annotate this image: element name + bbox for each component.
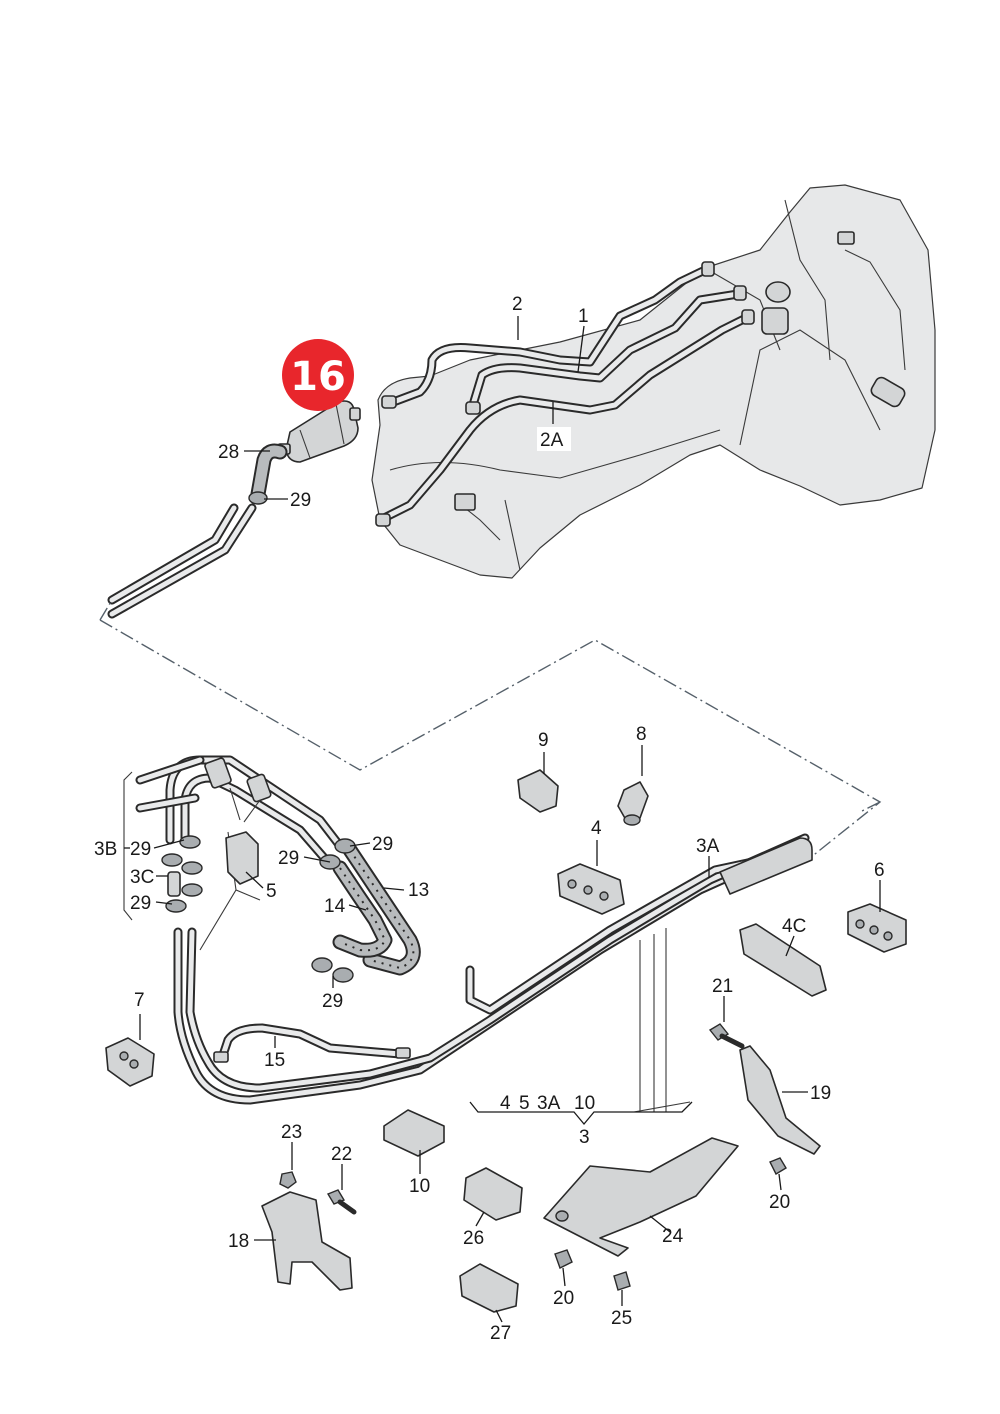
part-9-clip (517, 769, 559, 813)
fuel-line-15 (213, 1023, 411, 1063)
callout-group-10: 10 (574, 1093, 595, 1114)
part-5-holder (225, 831, 259, 885)
callout-26: 26 (463, 1228, 484, 1249)
callout-21: 21 (712, 976, 733, 997)
callout-3a: 3A (696, 836, 720, 857)
callout-7: 7 (134, 990, 145, 1011)
part-4-holder (557, 863, 625, 915)
part-18-bracket (261, 1191, 353, 1291)
part-10-holder (383, 1109, 445, 1157)
part-24-shield (543, 1137, 739, 1257)
fuel-tank (371, 184, 936, 579)
callout-6: 6 (874, 860, 885, 881)
callout-3c: 3C (130, 867, 154, 888)
callout-29-bottom: 29 (322, 991, 343, 1012)
callout-19: 19 (810, 1083, 831, 1104)
callout-9: 9 (538, 730, 549, 751)
callout-labels: 1 2 2A 28 29 9 8 4 3A 6 3B 29 3C 29 5 29… (94, 294, 885, 1344)
part-8-clip (617, 781, 649, 826)
highlight-badge[interactable]: 16 (282, 339, 354, 411)
callout-22: 22 (331, 1144, 352, 1165)
part-6-holder (847, 903, 907, 953)
callout-27: 27 (490, 1323, 511, 1344)
part-19-bracket (739, 1045, 821, 1155)
callout-29-upper-left: 29 (130, 839, 151, 860)
leader-lines (124, 316, 881, 1323)
callout-29-right: 29 (372, 834, 393, 855)
callout-3b: 3B (94, 839, 117, 860)
part-20-nut-b (554, 1249, 573, 1269)
callout-10: 10 (409, 1176, 430, 1197)
tank-fuel-lines (375, 261, 755, 527)
part-26-holder (463, 1167, 523, 1221)
callout-4c: 4C (782, 916, 806, 937)
callout-group-3a: 3A (537, 1093, 561, 1114)
highlight-badge-label: 16 (290, 354, 346, 400)
reference-frame (99, 619, 882, 859)
fuel-line-bundle (135, 755, 813, 1113)
callout-8: 8 (636, 724, 647, 745)
callout-29-filter: 29 (290, 490, 311, 511)
callout-23: 23 (281, 1122, 302, 1143)
callout-15: 15 (264, 1050, 285, 1071)
part-25-nut (613, 1271, 631, 1291)
part-27-holder (459, 1263, 519, 1313)
fuel-filter-assembly (107, 400, 361, 619)
callout-13: 13 (408, 880, 429, 901)
callout-20-right: 20 (769, 1192, 790, 1213)
callout-28: 28 (218, 442, 239, 463)
callout-1: 1 (578, 306, 589, 327)
callout-group-4: 4 (500, 1093, 511, 1114)
callout-group-3: 3 (579, 1127, 590, 1148)
part-7-holder (105, 1037, 155, 1087)
part-22-bolt (326, 1189, 357, 1215)
callout-20-bottom: 20 (553, 1288, 574, 1309)
callout-group-5: 5 (519, 1093, 530, 1114)
callout-18: 18 (228, 1231, 249, 1252)
callout-29-lower-left: 29 (130, 893, 151, 914)
callout-2a: 2A (540, 430, 564, 451)
clamps-left (123, 771, 203, 921)
part-4c-bracket (739, 923, 827, 997)
callout-24: 24 (662, 1226, 684, 1247)
callout-5: 5 (266, 881, 277, 902)
group-bracket (469, 1101, 693, 1126)
callout-29-mid: 29 (278, 848, 299, 869)
callout-14: 14 (324, 896, 346, 917)
part-21-bolt (708, 1023, 745, 1049)
part-20-nut-a (769, 1157, 787, 1175)
callout-2: 2 (512, 294, 523, 315)
part-23-nut (279, 1171, 297, 1189)
callout-25: 25 (611, 1308, 632, 1329)
callout-4: 4 (591, 818, 602, 839)
